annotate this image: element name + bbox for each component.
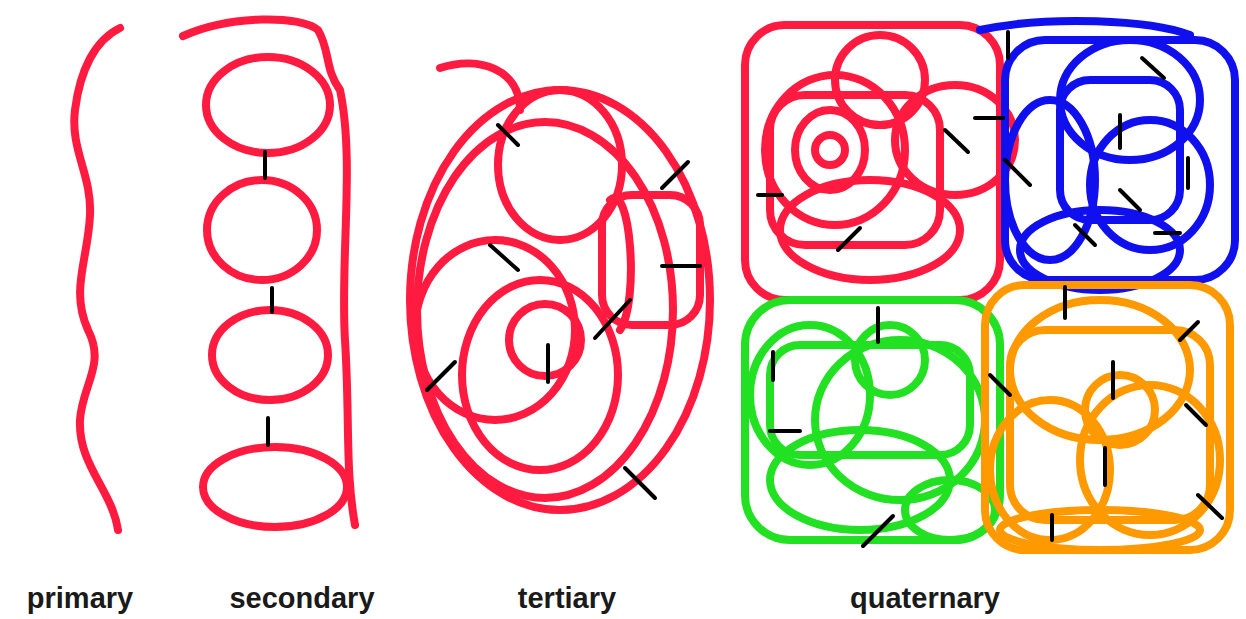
level-label: quaternary xyxy=(850,583,1000,615)
level-label: secondary xyxy=(229,583,374,615)
level-label: primary xyxy=(27,583,133,615)
level-label: tertiary xyxy=(518,583,616,615)
